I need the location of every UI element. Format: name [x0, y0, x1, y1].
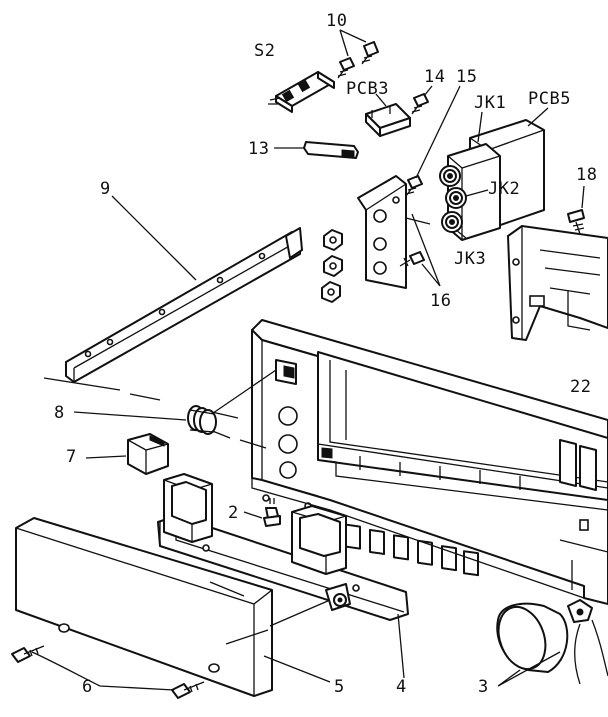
label-jk1: JK1 [474, 93, 506, 113]
label-jk3: JK3 [454, 249, 486, 269]
screws-6 [11, 645, 205, 699]
label-8: 8 [54, 403, 65, 423]
rear-chassis-bracket [507, 225, 608, 341]
leader-jk3 [455, 229, 467, 239]
leader-jk2 [465, 189, 489, 197]
leader-6 [31, 651, 175, 691]
pcb3-module [365, 103, 411, 137]
alignment-lines [43, 217, 431, 449]
leader-10 [339, 29, 367, 57]
hex-nuts [321, 229, 343, 303]
screw-15 [405, 175, 423, 197]
label-14: 14 [424, 67, 445, 87]
leader-7 [85, 455, 127, 459]
jack-jk1 [439, 165, 461, 187]
slide-bracket-4 [157, 473, 409, 621]
screw-18 [567, 209, 585, 235]
label-13: 13 [248, 139, 269, 159]
button-windows [345, 523, 479, 577]
leader-jk1 [477, 111, 483, 143]
screw-14 [411, 93, 429, 115]
label-7: 7 [66, 447, 77, 467]
label-pcb3: PCB3 [346, 79, 389, 99]
part-13 [303, 141, 359, 159]
screws-10 [337, 41, 379, 79]
front-panel-5 [15, 517, 273, 697]
leader-pcb3 [375, 93, 387, 107]
knob-3 [496, 599, 608, 685]
label-9: 9 [100, 179, 111, 199]
rod-bracket-9 [65, 227, 303, 383]
leader-18 [581, 185, 585, 209]
spring-8 [187, 405, 217, 435]
screw-2 [263, 498, 281, 527]
leader-4 [397, 613, 405, 679]
jack-jk3 [441, 211, 463, 233]
leader-15 [415, 85, 461, 179]
leader-3 [497, 651, 561, 687]
label-jk2: JK2 [488, 179, 520, 199]
knob-7 [127, 433, 169, 475]
label-18: 18 [576, 165, 597, 185]
leader-9 [111, 195, 197, 281]
leader-2 [243, 511, 263, 519]
leader-pcb5 [527, 107, 549, 127]
leader-14 [423, 85, 433, 97]
front-frame [251, 319, 608, 605]
label-3: 3 [478, 677, 489, 697]
alignment-line-panel [209, 581, 331, 645]
jack-jk2 [445, 187, 467, 209]
label-pcb5: PCB5 [528, 89, 571, 109]
label-6: 6 [82, 677, 93, 697]
screws-16 [399, 251, 425, 267]
label-4: 4 [396, 677, 407, 697]
bracket-15 [357, 175, 407, 289]
label-2: 2 [228, 503, 239, 523]
switch-s2 [268, 71, 335, 113]
label-16: 16 [430, 291, 451, 311]
leader-16 [411, 213, 441, 287]
label-22: 22 [570, 377, 591, 397]
leader-5 [263, 655, 331, 683]
label-10: 10 [326, 11, 347, 31]
label-s2: S2 [254, 41, 275, 61]
leader-8 [73, 411, 187, 421]
label-5: 5 [334, 677, 345, 697]
label-15: 15 [456, 67, 477, 87]
